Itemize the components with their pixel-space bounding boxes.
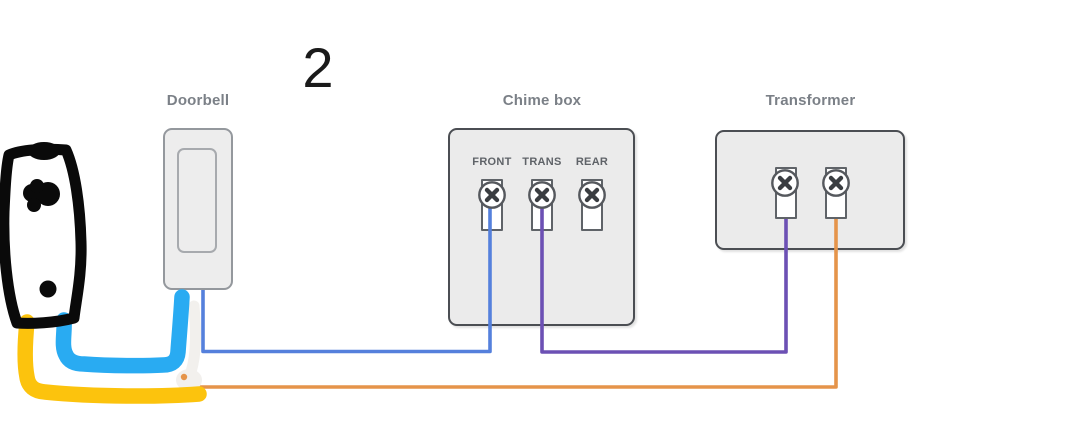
transformer-box	[715, 130, 905, 250]
terminal-label-front: FRONT	[472, 156, 512, 168]
hand-drawn-yellow-wire	[17, 314, 207, 404]
white-smudge-blob	[176, 369, 202, 391]
sketch-camera-blob	[23, 179, 60, 212]
terminal-label-rear: REAR	[575, 156, 609, 168]
screw-icon-transformer-left	[771, 169, 799, 197]
sketch-top-bump	[28, 142, 60, 160]
transformer-title: Transformer	[765, 92, 856, 109]
screw-icon-rear	[578, 181, 606, 209]
wire-doorbell-to-front	[201, 195, 492, 354]
hand-drawn-blue-wire	[55, 289, 190, 374]
chime-box-title: Chime box	[502, 92, 582, 109]
doorbell-title: Doorbell	[166, 92, 230, 109]
terminal-label-trans: TRANS	[522, 156, 562, 168]
figure-number: 2	[302, 36, 334, 99]
screw-icon-trans	[528, 181, 556, 209]
screw-icon-transformer-right	[822, 169, 850, 197]
sketch-button-dot	[39, 280, 57, 298]
sketch-doorbell-outline	[0, 143, 87, 329]
screw-icon-front	[478, 181, 506, 209]
orange-wire-fleck	[180, 373, 188, 381]
white-smudge-stroke	[185, 300, 202, 378]
doorbell-button	[177, 148, 217, 253]
